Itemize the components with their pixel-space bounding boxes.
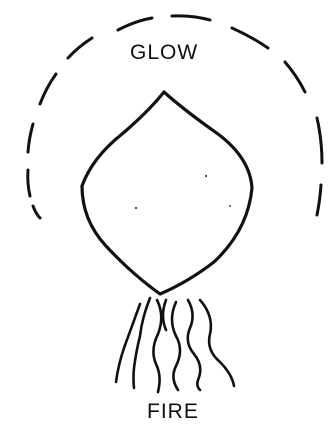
flame-line xyxy=(188,300,201,390)
glow-arc-dash xyxy=(317,185,321,215)
glow-arc-dash xyxy=(232,28,268,48)
glow-label: GLOW xyxy=(130,42,198,63)
glow-arc-dash xyxy=(285,62,305,92)
glow-arc-dash xyxy=(28,124,33,152)
fire-flames xyxy=(116,298,234,392)
glow-arc-dash xyxy=(172,16,210,20)
glow-arc-dash xyxy=(28,170,30,196)
glow-arc-dash xyxy=(118,18,152,30)
glow-arc-dash xyxy=(40,74,56,104)
glow-arc-dash xyxy=(33,206,40,218)
speckle-dot xyxy=(205,175,207,177)
speckle-dot xyxy=(135,207,137,209)
flame-line xyxy=(163,300,166,330)
fire-label: FIRE xyxy=(147,401,199,422)
flame-line xyxy=(200,300,234,386)
speckle-dot xyxy=(229,205,231,207)
flame-line xyxy=(116,304,140,382)
glow-arc-dash xyxy=(317,118,322,163)
flame-line xyxy=(172,302,180,390)
flame-line xyxy=(153,300,161,392)
glow-arc-dash xyxy=(68,38,92,58)
diamond-shape xyxy=(82,92,252,294)
